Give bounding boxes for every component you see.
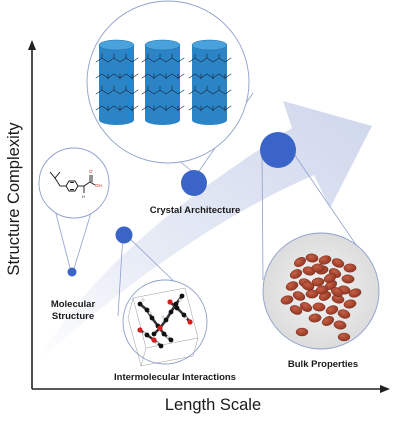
tablet xyxy=(312,302,326,312)
red-tablets-pile-icon xyxy=(280,253,362,342)
tablet xyxy=(323,273,337,283)
progression-arrow xyxy=(37,101,372,362)
tablet xyxy=(325,305,339,315)
tablet xyxy=(289,305,303,315)
intermolecular-bubble xyxy=(122,279,208,367)
tablet xyxy=(318,255,332,265)
polymer-cylinder-columns-icon xyxy=(95,39,232,125)
molecule-bubble-outline xyxy=(38,147,110,219)
bulk-leader-left xyxy=(261,149,264,281)
tablet xyxy=(280,295,294,305)
tablet xyxy=(331,258,345,268)
label-crystal: Crystal Architecture xyxy=(150,205,240,216)
tablet-loose xyxy=(295,327,309,337)
tablet xyxy=(311,277,325,287)
tablet xyxy=(343,299,357,309)
x-axis-arrowhead xyxy=(380,385,390,393)
label-intermolecular: Intermolecular Interactions xyxy=(114,372,236,383)
molecule-hydrogen: H xyxy=(82,194,85,199)
node-intermolecular xyxy=(115,226,133,244)
ball-and-stick-crystal-packing-icon xyxy=(127,287,199,367)
molecule-hydroxyl: OH xyxy=(95,183,102,188)
interaction-leader-left xyxy=(117,233,124,317)
molecule-carbonyl-o: O xyxy=(89,169,93,174)
molecule-bubble: O OH H xyxy=(38,147,110,219)
tablet xyxy=(299,302,313,312)
tablet-loose xyxy=(337,332,351,342)
tablet xyxy=(301,281,315,291)
tablet xyxy=(294,257,306,267)
node-crystal xyxy=(181,170,207,196)
y-axis-title: Structure Complexity xyxy=(5,122,23,276)
axes xyxy=(28,40,390,393)
tablet xyxy=(305,253,319,263)
label-molecular-line1: Molecular xyxy=(51,299,96,310)
tablet xyxy=(343,263,357,273)
ibuprofen-skeletal-formula-icon xyxy=(49,171,96,193)
cylinder-middle xyxy=(144,39,181,125)
cylinder-left xyxy=(98,39,135,125)
tablet xyxy=(341,274,355,284)
y-axis-arrowhead xyxy=(28,40,36,50)
tablet xyxy=(315,285,329,295)
node-molecular xyxy=(67,267,77,277)
tablet xyxy=(292,291,306,301)
tablet xyxy=(337,309,351,319)
node-bulk xyxy=(260,132,296,168)
x-axis-title: Length Scale xyxy=(165,396,261,414)
tablet xyxy=(289,269,303,279)
polymer-chains xyxy=(95,53,232,112)
tablet xyxy=(348,288,362,298)
label-molecular-line2: Structure xyxy=(52,311,94,322)
tablet xyxy=(330,287,344,297)
tablet xyxy=(333,320,347,330)
tablet xyxy=(321,316,335,326)
label-bulk: Bulk Properties xyxy=(288,359,358,370)
bulk-bubble xyxy=(262,232,380,350)
crystal-bubble xyxy=(86,0,250,164)
tablet xyxy=(285,281,299,291)
cylinder-right xyxy=(191,39,228,125)
tablet xyxy=(311,263,325,273)
tablet xyxy=(308,313,322,323)
